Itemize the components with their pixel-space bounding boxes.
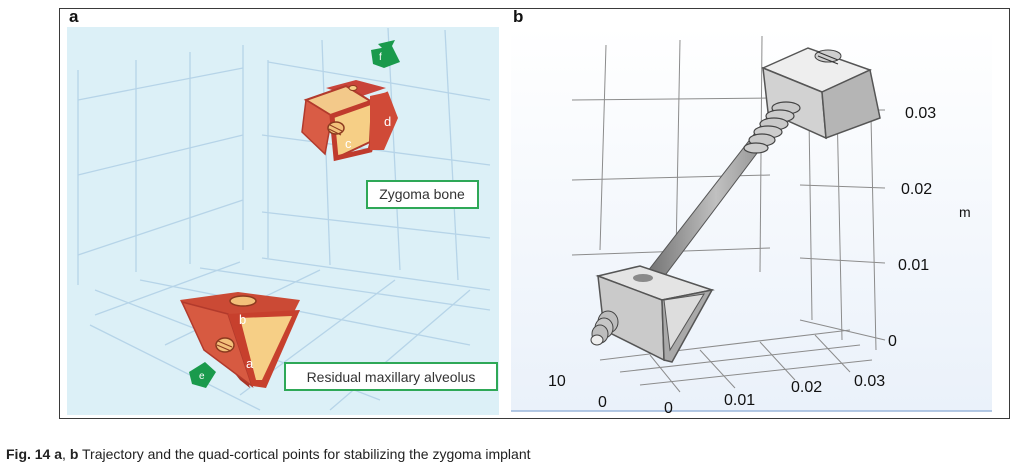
- panel-b-background: [511, 27, 992, 411]
- x-tick-0.01: 0.01: [724, 392, 755, 409]
- label-b: b: [239, 312, 246, 327]
- x-tick-0.03: 0.03: [854, 373, 885, 390]
- zygoma-callout-box: [366, 180, 479, 209]
- z-tick-0.02: 0.02: [901, 181, 932, 198]
- panel-b-grid: [571, 35, 886, 393]
- arrow-e-icon: [189, 362, 216, 388]
- z-axis-unit: m: [959, 204, 971, 220]
- panel-a-letter: a: [69, 7, 79, 26]
- implant-model: [590, 47, 881, 363]
- caption-panel-a: a: [54, 446, 63, 462]
- x-tick-0.02: 0.02: [791, 379, 822, 396]
- z-tick-0.01: 0.01: [898, 257, 929, 274]
- figure-caption: Fig. 14 a, b Trajectory and the quad-cor…: [6, 446, 531, 462]
- caption-text: Trajectory and the quad-cortical points …: [78, 446, 531, 462]
- label-e: e: [199, 371, 205, 382]
- maxillary-callout-box: [284, 362, 498, 391]
- label-c: c: [345, 136, 352, 151]
- x-tick-0: 0: [664, 400, 673, 417]
- zygoma-callout-label: Zygoma bone: [379, 186, 465, 202]
- label-d: d: [384, 114, 391, 129]
- caption-panel-b: b: [69, 446, 79, 462]
- label-a: a: [246, 356, 254, 371]
- panel-a-background: [67, 27, 499, 415]
- maxillary-block: [180, 292, 300, 389]
- z-tick-0.03: 0.03: [905, 105, 936, 122]
- panel-b-letter: b: [513, 7, 524, 26]
- y-tick-10: 10: [548, 373, 566, 390]
- y-tick-0: 0: [598, 394, 607, 411]
- z-tick-0: 0: [888, 333, 897, 350]
- caption-separator: ,: [62, 446, 66, 462]
- zygoma-block: [301, 80, 398, 162]
- arrow-f-icon: [371, 40, 400, 68]
- maxillary-callout-label: Residual maxillary alveolus: [307, 369, 476, 385]
- caption-fig-label: Fig. 14: [6, 446, 51, 462]
- label-f: f: [379, 52, 382, 63]
